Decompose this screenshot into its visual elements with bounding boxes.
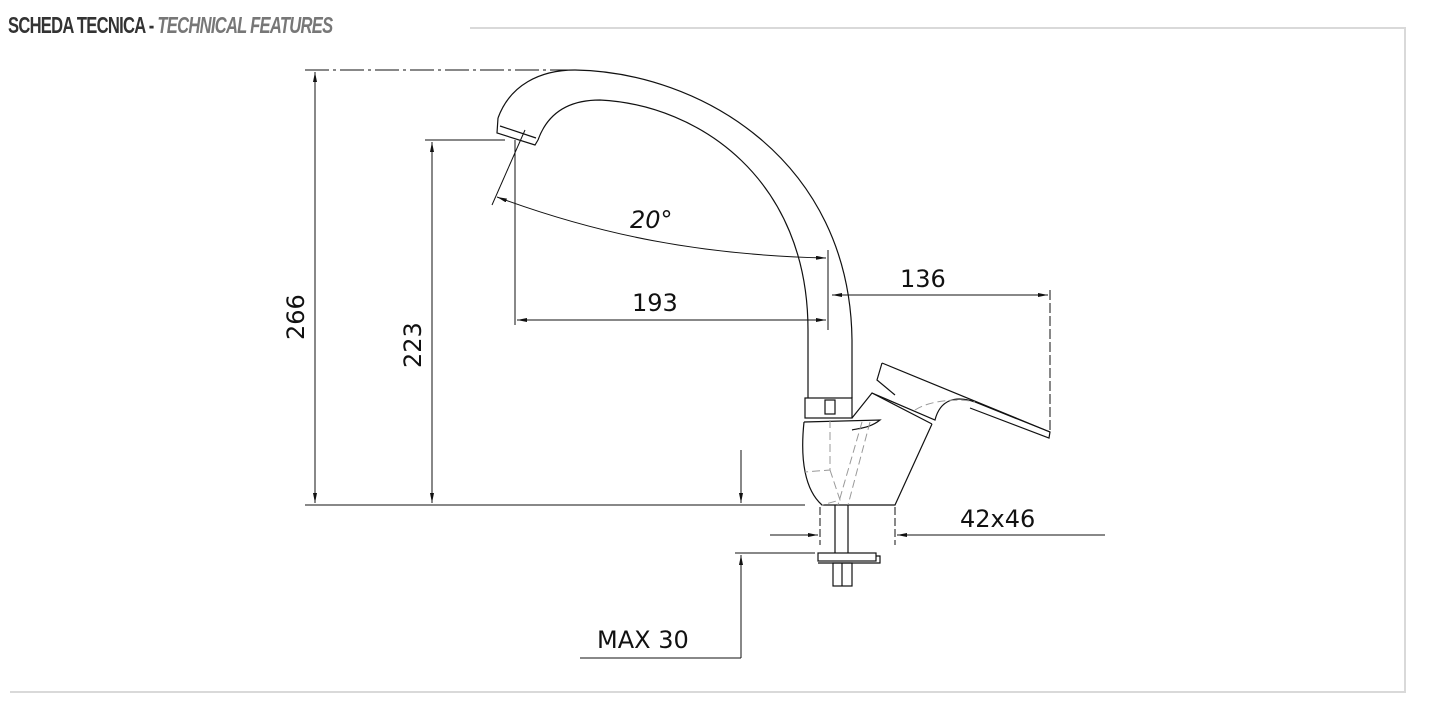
dimension-lines xyxy=(305,69,1105,659)
title-sub: TECHNICAL FEATURES xyxy=(157,12,333,38)
section-title: SCHEDA TECNICA - TECHNICAL FEATURES xyxy=(8,12,333,39)
title-separator: - xyxy=(144,12,158,38)
frame xyxy=(10,27,1406,693)
dim-max-deck: MAX 30 xyxy=(597,626,689,654)
faucet-outline xyxy=(496,69,1051,587)
dim-lever-reach: 136 xyxy=(900,265,946,293)
title-main: SCHEDA TECNICA xyxy=(8,12,146,38)
dim-angle: 20° xyxy=(630,206,673,234)
dim-total-height: 266 xyxy=(282,294,310,340)
dim-spout-height: 223 xyxy=(399,322,427,368)
dim-spout-reach: 193 xyxy=(632,289,678,317)
hidden-lines xyxy=(804,399,976,506)
dim-base-size: 42x46 xyxy=(960,505,1035,533)
